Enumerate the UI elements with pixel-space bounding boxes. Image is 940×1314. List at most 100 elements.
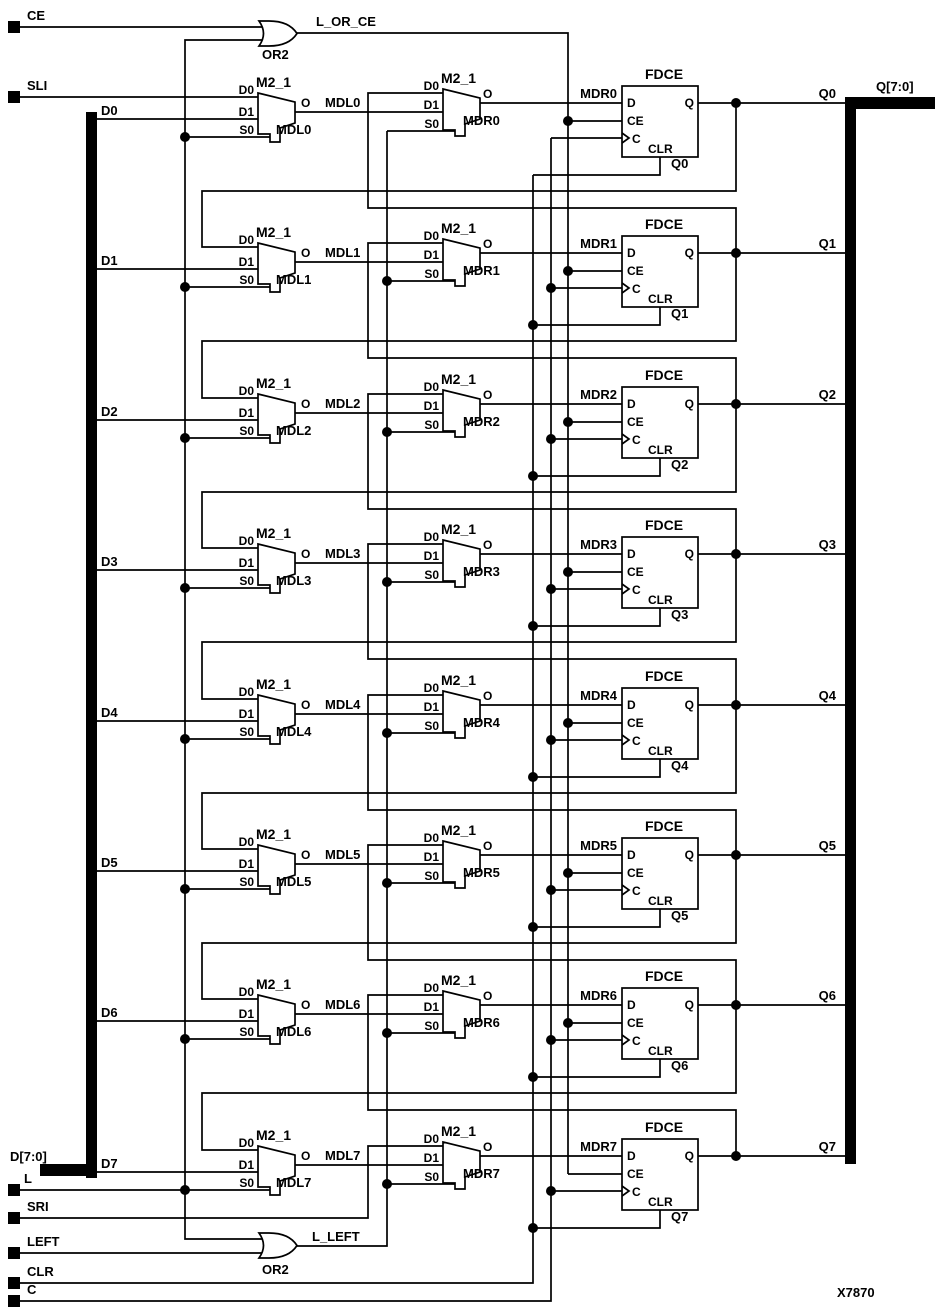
net-label-D6: D6 [101,1005,118,1020]
wire-shift-up-chain [367,393,737,554]
fdce-pin-clr: CLR [648,1044,673,1058]
net-label-Q3: Q3 [819,537,836,552]
fdce-pin-clr: CLR [648,894,673,908]
mux-right-pin-o: O [483,538,492,552]
instance-label-MDL1: MDL1 [276,272,311,287]
wire-shift-down-chain [201,554,737,700]
net-label-MDL2: MDL2 [325,396,360,411]
mux-left-pin-d1: D1 [239,556,255,570]
mux-left-pin-d0: D0 [239,835,255,849]
terminal-c-label: C [27,1282,37,1297]
net-label-D0: D0 [101,103,118,118]
wire-c-trunk [20,138,552,1302]
net-label-MDR7: MDR7 [580,1139,617,1154]
mux-left-pin-d1: D1 [239,1007,255,1021]
junction-dot [563,116,573,126]
mux-left-pin-s0: S0 [239,123,254,137]
mux-right-pin-d0: D0 [424,681,440,695]
junction-dot [382,276,392,286]
mux-left-pin-s0: S0 [239,424,254,438]
fdce-title: FDCE [645,216,683,232]
junction-dot [180,583,190,593]
junction-dot [546,283,556,293]
mux-left-pin-o: O [301,246,310,260]
mux-left-pin-d1: D1 [239,1158,255,1172]
mux-right-pin-o: O [483,388,492,402]
fdce-pin-q: Q [685,698,694,712]
instance-label-Q7: Q7 [671,1209,688,1224]
net-label-MDL4: MDL4 [325,697,361,712]
wire-shift-up-chain [367,994,737,1156]
net-label-D2: D2 [101,404,118,419]
terminal-sli-pin-square [8,91,20,103]
wire-shift-down-chain [201,855,737,1000]
net-label-MDL5: MDL5 [325,847,360,862]
mux-left-pin-d1: D1 [239,255,255,269]
instance-label-MDL2: MDL2 [276,423,311,438]
terminal-l-pin-square [8,1184,20,1196]
mux-right-pin-d1: D1 [424,98,440,112]
wire-l-left [297,131,388,1247]
clock-caret-icon [621,734,631,746]
fdce-title: FDCE [645,1119,683,1135]
fdce-pin-c: C [632,734,641,748]
fdce-pin-q: Q [685,397,694,411]
fdce-box [621,85,699,158]
mux-right-body [442,989,481,1039]
mux-right-pin-s0: S0 [424,117,439,131]
net-label-l-or-ce: L_OR_CE [316,14,376,29]
fdce-pin-ce: CE [627,716,644,730]
mux-left-body [257,993,296,1045]
net-label-MDR1: MDR1 [580,236,617,251]
mux-right-title: M2_1 [441,371,476,387]
fdce-box [621,536,699,609]
fdce-box [621,987,699,1060]
mux-right-body [442,237,481,287]
junction-dot [528,621,538,631]
mux-left-pin-d0: D0 [239,384,255,398]
mux-right-title: M2_1 [441,1123,476,1139]
junction-dot [546,735,556,745]
mux-left-title: M2_1 [256,1127,291,1143]
fdce-pin-d: D [627,547,636,561]
net-label-MDL0: MDL0 [325,95,360,110]
mux-left-pin-s0: S0 [239,1176,254,1190]
fdce-pin-d: D [627,246,636,260]
q-output-bus [845,97,856,1164]
mux-right-title: M2_1 [441,220,476,236]
mux-right-body [442,538,481,588]
d-bus-label: D[7:0] [10,1149,47,1164]
fdce-box [621,687,699,760]
wire-shift-down-chain [201,1005,737,1151]
junction-dot [382,577,392,587]
wire-ff-clr [533,1210,661,1229]
fdce-pin-q: Q [685,848,694,862]
fdce-pin-d: D [627,1149,636,1163]
junction-dot [563,266,573,276]
junction-dot [546,1035,556,1045]
fdce-pin-ce: CE [627,264,644,278]
mux-left-title: M2_1 [256,676,291,692]
mux-right-pin-s0: S0 [424,1170,439,1184]
clock-caret-icon [621,282,631,294]
net-label-MDR3: MDR3 [580,537,617,552]
mux-left-body [257,241,296,293]
mux-left-body [257,1144,296,1196]
d-input-bus [86,112,97,1178]
mux-left-pin-d0: D0 [239,233,255,247]
fdce-pin-ce: CE [627,114,644,128]
junction-dot [180,1185,190,1195]
mux-right-pin-o: O [483,1140,492,1154]
mux-right-pin-d1: D1 [424,850,440,864]
mux-right-pin-s0: S0 [424,1019,439,1033]
mux-right-pin-s0: S0 [424,267,439,281]
junction-dot [731,1151,741,1161]
fdce-box [621,837,699,910]
junction-dot [180,433,190,443]
mux-right-title: M2_1 [441,972,476,988]
mux-right-pin-s0: S0 [424,418,439,432]
wire-ff-clr [533,909,661,928]
mux-right-pin-d1: D1 [424,399,440,413]
wire-ff-clr [533,608,661,627]
mux-left-pin-d1: D1 [239,406,255,420]
